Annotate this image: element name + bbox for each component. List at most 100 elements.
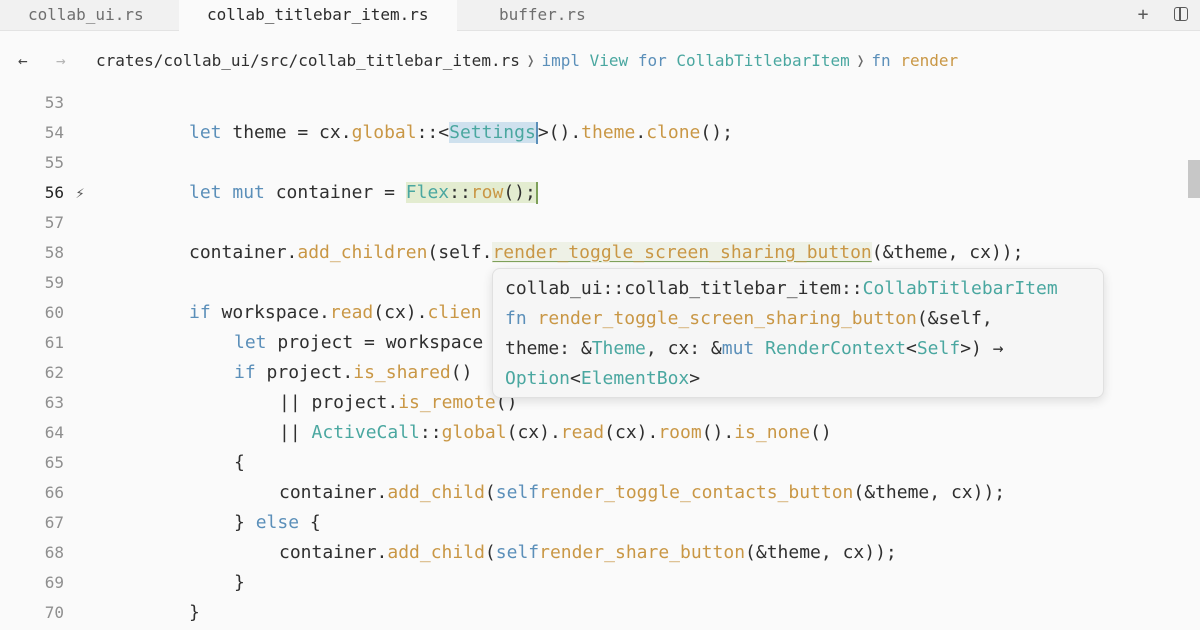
tab-label: collab_ui.rs [28,5,144,24]
token: theme [581,122,636,143]
token: || project. [279,392,399,413]
hover-popover: collab_ui::collab_titlebar_item::CollabT… [492,268,1104,398]
split-pane-icon[interactable] [1174,7,1188,21]
line-number: 66 [44,483,64,502]
token: if [234,362,256,383]
token: (&theme, cx)); [853,482,1006,503]
token: >(). [537,122,582,143]
token: else [255,512,300,533]
code-line-65[interactable]: { [234,448,245,478]
code-line-60[interactable]: if workspace.read(cx).clien [189,298,482,328]
code-line-69[interactable]: } [234,568,245,598]
breadcrumb-impl-type[interactable]: CollabTitlebarItem [676,51,850,70]
token: || [279,422,312,443]
code-line-58[interactable]: container.add_children(self.render_toggl… [189,238,1023,268]
new-tab-button[interactable]: + [1131,0,1155,30]
popover-token: Theme [591,338,646,359]
popover-token: < [906,338,917,359]
token: read [329,302,374,323]
breadcrumb-path[interactable]: crates/collab_ui/src/collab_titlebar_ite… [96,51,520,70]
popover-token: mut [721,338,755,359]
token: container. [189,242,298,263]
forward-arrow-icon[interactable]: → [56,51,66,70]
line-number: 60 [44,303,64,322]
tab-buffer[interactable]: buffer.rs [471,0,614,30]
tab-collab-ui[interactable]: collab_ui.rs [0,0,172,30]
token: ( [484,482,496,503]
code-line-64[interactable]: || ActiveCall::global(cx).read(cx).room(… [279,418,832,448]
breadcrumb-impl-trait: View [589,51,629,70]
code-line-54[interactable]: let theme = cx.global::<Settings>().them… [189,118,733,148]
token: add_children [297,242,428,263]
token: (). [701,422,735,443]
popover-fn-keyword: fn [505,308,527,329]
line-number: 64 [44,423,64,442]
lightning-bolt-icon[interactable]: ⚡︎ [75,184,85,202]
popover-type: CollabTitlebarItem [862,278,1058,299]
token: Flex [405,182,450,203]
line-number: 53 [44,93,64,112]
scrollbar-thumb[interactable] [1188,160,1200,198]
code-line-62[interactable]: if project.is_shared() [234,358,472,388]
token: add_child [387,482,485,503]
code-line-68[interactable]: container.add_child(selfrender_share_but… [279,538,897,568]
token: room [658,422,702,443]
code-line-66[interactable]: container.add_child(selfrender_toggle_co… [279,478,1005,508]
token: { [234,452,245,473]
line-number: 57 [44,213,64,232]
code-line-56[interactable]: let mut container = Flex::row(); [189,178,538,208]
token: global [351,122,417,143]
token: global [441,422,507,443]
token: container. [279,542,388,563]
token: (&theme, cx)); [745,542,897,563]
token: let [189,182,222,203]
tab-label: collab_titlebar_item.rs [207,5,429,24]
line-number: 69 [44,573,64,592]
tab-collab-titlebar-item[interactable]: collab_titlebar_item.rs [179,0,457,31]
tab-bar: collab_ui.rs collab_titlebar_item.rs buf… [0,0,1200,31]
highlighted-symbol: Settings [449,122,536,143]
token: mut [232,182,265,203]
popover-line: theme: &Theme, cx: &mut RenderContext<Se… [505,334,1004,364]
line-number: 67 [44,513,64,532]
token: clone [646,122,701,143]
code-line-63[interactable]: || project.is_remote() [279,388,517,418]
hovered-symbol-link[interactable]: render_toggle_screen_sharing_button [492,242,872,263]
token: (); [700,122,733,143]
tab-label: buffer.rs [499,5,586,24]
token: (); [503,182,536,203]
line-number: 63 [44,393,64,412]
token: let [234,332,267,353]
popover-token: Option [505,368,571,389]
back-arrow-icon[interactable]: ← [18,51,28,70]
line-number: 61 [44,333,64,352]
breadcrumb[interactable]: crates/collab_ui/src/collab_titlebar_ite… [96,44,958,78]
popover-fn-name: render_toggle_screen_sharing_button [537,308,917,329]
popover-token: < [570,368,581,389]
token: (cx). [604,422,659,443]
line-number: 65 [44,453,64,472]
line-number: 68 [44,543,64,562]
token: () [810,422,832,443]
popover-module-path: collab_ui::collab_titlebar_item:: [505,278,863,299]
code-line-70[interactable]: } [189,598,200,628]
token: ::< [416,122,450,143]
breadcrumb-fn-name[interactable]: render [900,51,959,70]
token: } [234,512,256,533]
code-line-61[interactable]: let project = workspace [234,328,483,358]
token: theme = cx. [221,122,352,143]
line-number: 54 [44,123,64,142]
token: if [189,302,211,323]
line-number: 58 [44,243,64,262]
breadcrumb-impl-keyword: impl [541,51,581,70]
token: (self. [427,242,493,263]
token: (cx). [506,422,561,443]
token: self [495,482,540,503]
chevron-right-icon: ❭ [525,51,536,70]
code-line-67[interactable]: } else { [234,508,321,538]
token: container. [279,482,388,503]
breadcrumb-fn-keyword: fn [871,51,891,70]
line-number: 70 [44,603,64,622]
breadcrumb-bar: ← → crates/collab_ui/src/collab_titlebar… [0,44,1200,78]
popover-token: >) → [960,338,1004,359]
